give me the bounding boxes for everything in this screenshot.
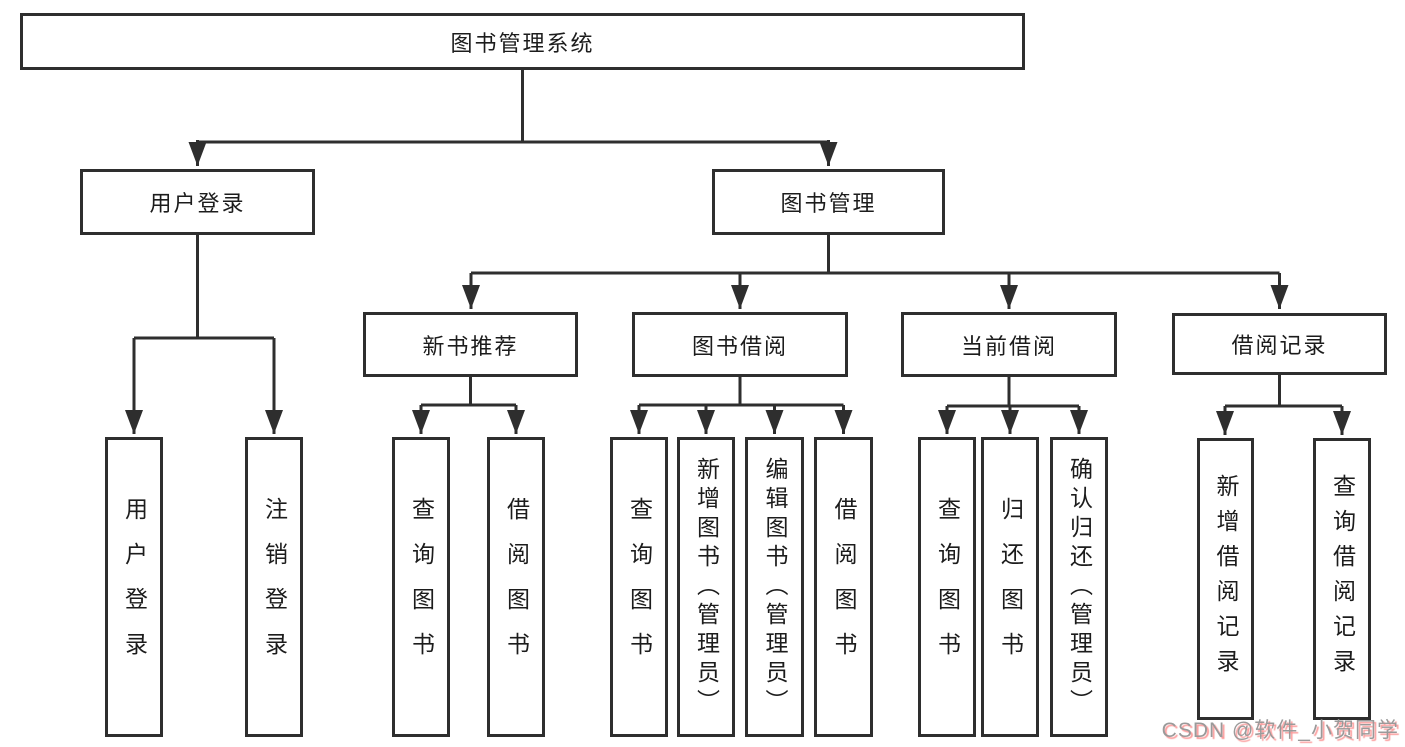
leaf-edit-books-admin: 编辑图书（管理员） [745, 437, 804, 737]
leaf-add-books-admin: 新增图书（管理员） [677, 437, 735, 737]
node-user-login: 用户登录 [80, 169, 315, 235]
node-borrow-records-label: 借阅记录 [1231, 333, 1328, 358]
node-new-book-recommend: 新书推荐 [363, 312, 578, 377]
leaf-return-books: 归还图书 [981, 437, 1039, 737]
leaf-query-books-1-label: 查询图书 [408, 497, 435, 677]
leaf-return-books-label: 归还图书 [997, 497, 1024, 677]
node-current-borrow: 当前借阅 [901, 312, 1117, 377]
node-system-root-label: 图书管理系统 [450, 30, 595, 56]
leaf-borrow-books-2: 借阅图书 [814, 437, 873, 737]
leaf-add-books-admin-label: 新增图书（管理员） [693, 456, 720, 718]
leaf-borrow-books-1: 借阅图书 [487, 437, 545, 737]
leaf-logout-label: 注销登录 [261, 497, 288, 677]
leaf-edit-books-admin-label: 编辑图书（管理员） [762, 456, 788, 718]
connector-user-login-branch [125, 235, 283, 434]
connector-book-borrow-branch [630, 377, 853, 434]
leaf-query-borrow-record-label: 查询借阅记录 [1329, 474, 1356, 684]
node-book-management-label: 图书管理 [780, 191, 877, 216]
leaf-query-books-2: 查询图书 [610, 437, 668, 737]
node-new-book-recommend-label: 新书推荐 [422, 333, 519, 359]
leaf-logout: 注销登录 [245, 437, 303, 737]
node-current-borrow-label: 当前借阅 [960, 333, 1057, 359]
watermark: CSDN @软件_小贺同学 [1161, 719, 1399, 742]
leaf-user-login: 用户登录 [105, 437, 163, 737]
leaf-query-books-1: 查询图书 [392, 437, 450, 737]
leaf-add-borrow-record: 新增借阅记录 [1197, 438, 1254, 720]
leaf-query-borrow-record: 查询借阅记录 [1313, 438, 1371, 720]
leaf-borrow-books-2-label: 借阅图书 [831, 497, 857, 677]
connector-book-mgmt-to-level3 [462, 235, 1289, 309]
node-book-borrow: 图书借阅 [632, 312, 848, 377]
connector-current-borrow-branch [938, 377, 1088, 434]
leaf-confirm-return-admin: 确认归还（管理员） [1050, 437, 1108, 737]
node-book-borrow-label: 图书借阅 [691, 333, 788, 359]
leaf-confirm-return-admin-label: 确认归还（管理员） [1066, 456, 1093, 718]
node-user-login-label: 用户登录 [149, 191, 246, 216]
node-borrow-records: 借阅记录 [1172, 313, 1387, 375]
leaf-borrow-books-1-label: 借阅图书 [503, 497, 530, 677]
node-book-management: 图书管理 [712, 169, 945, 235]
connector-borrow-records-branch [1216, 375, 1351, 435]
leaf-user-login-label: 用户登录 [121, 497, 148, 677]
leaf-query-books-3: 查询图书 [918, 437, 976, 737]
leaf-add-borrow-record-label: 新增借阅记录 [1213, 474, 1239, 684]
node-system-root: 图书管理系统 [20, 13, 1025, 70]
leaf-query-books-2-label: 查询图书 [626, 497, 653, 677]
connector-root-to-level2 [188, 70, 838, 166]
connector-new-books-branch [412, 377, 525, 434]
leaf-query-books-3-label: 查询图书 [934, 497, 961, 677]
